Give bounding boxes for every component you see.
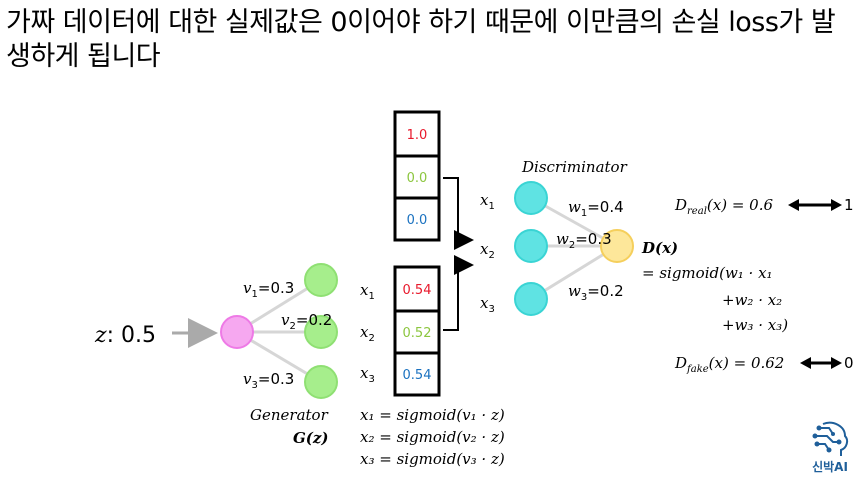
logo: 신박AI — [805, 418, 855, 476]
fake-data-box: 0.54 0.52 0.54 — [393, 265, 441, 397]
real-result: Dreal(x) = 0.6 — [674, 196, 773, 217]
generator-output-label-2: x2 — [360, 323, 375, 344]
generator-label: Generator — [250, 406, 329, 424]
generator-output-node-2 — [304, 315, 338, 349]
brain-circuit-icon: 신박AI — [812, 421, 849, 474]
discriminator-formula-line-3: +w₃ · x₃) — [722, 316, 788, 334]
discriminator-input-node-1 — [514, 181, 548, 215]
discriminator-input-node-2 — [514, 229, 548, 263]
discriminator-input-label-1: x1 — [480, 191, 495, 212]
generator-output-node-1 — [304, 263, 338, 297]
real-value-3: 0.0 — [407, 213, 428, 228]
discriminator-weight-1: w1=0.4 — [568, 198, 624, 219]
real-target: 1 — [844, 196, 854, 214]
discriminator-input-label-2: x2 — [480, 240, 495, 261]
fake-value-3: 0.54 — [403, 368, 432, 383]
generator-formula-3: x₃ = sigmoid(v₃ · z) — [360, 450, 505, 468]
fake-target: 0 — [844, 354, 854, 372]
real-double-arrow — [788, 199, 842, 211]
discriminator-label: Discriminator — [521, 158, 628, 176]
real-value-1: 1.0 — [407, 128, 428, 143]
discriminator-formula-line-1: = sigmoid(w₁ · x₁ — [642, 264, 773, 282]
discriminator-output-symbol: D(x) — [641, 239, 678, 257]
discriminator-weight-3: w3=0.2 — [568, 282, 624, 303]
discriminator-input-node-3 — [514, 282, 548, 316]
generator-output-node-3 — [304, 365, 338, 399]
fake-to-discriminator-arrow — [443, 255, 474, 331]
input-z-label: z: 0.5 — [94, 323, 156, 348]
fake-value-2: 0.52 — [403, 326, 432, 341]
real-value-2: 0.0 — [407, 171, 428, 186]
generator-output-label-3: x3 — [360, 364, 375, 385]
discriminator-output-node — [600, 229, 634, 263]
generator-weight-2: v2=0.2 — [281, 311, 332, 332]
discriminator-input-label-3: x3 — [480, 294, 495, 315]
fake-double-arrow — [800, 357, 842, 369]
generator-formula-1: x₁ = sigmoid(v₁ · z) — [360, 406, 505, 424]
generator-output-label-1: x1 — [360, 281, 375, 302]
generator-symbol: G(z) — [293, 429, 329, 447]
real-to-discriminator-arrow — [443, 177, 474, 250]
discriminator-weight-2: w2=0.3 — [556, 230, 612, 251]
generator-formula-2: x₂ = sigmoid(v₂ · z) — [360, 428, 505, 446]
generator-weight-1: v1=0.3 — [243, 279, 294, 300]
real-data-box: 1.0 0.0 0.0 — [393, 110, 441, 242]
generator-input-node — [220, 315, 254, 349]
fake-value-1: 0.54 — [403, 283, 432, 298]
logo-text: 신박AI — [812, 459, 848, 474]
fake-result: Dfake(x) = 0.62 — [674, 354, 784, 375]
discriminator-formula-line-2: +w₂ · x₂ — [722, 291, 782, 309]
page-title: 가짜 데이터에 대한 실제값은 0이어야 하기 때문에 이만큼의 손실 loss… — [6, 7, 836, 72]
generator-weight-3: v3=0.3 — [243, 370, 294, 391]
